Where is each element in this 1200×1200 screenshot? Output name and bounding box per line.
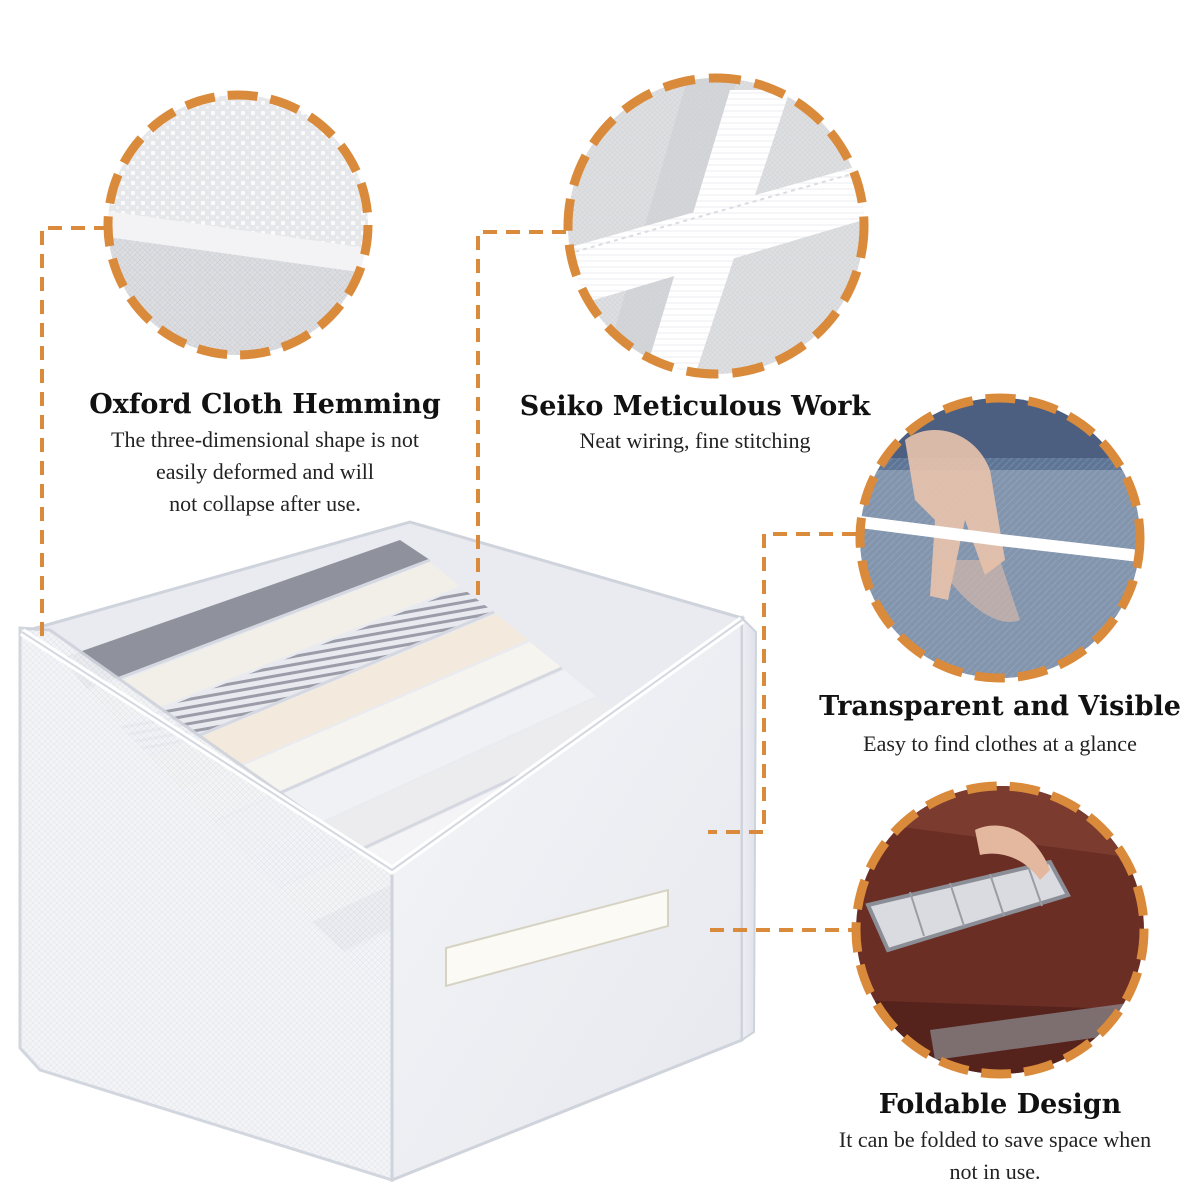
hand-illustration: [905, 430, 1005, 600]
description-line: not in use.: [949, 1159, 1041, 1184]
description-line: The three-dimensional shape is not: [111, 427, 419, 452]
feature-description-foldable: It can be folded to save space when not …: [790, 1124, 1200, 1188]
description-line: Neat wiring, fine stitching: [579, 428, 811, 453]
folded-organizer: [865, 859, 1071, 953]
stitching-closeup: [568, 78, 864, 374]
feature-description-seiko: Neat wiring, fine stitching: [490, 425, 900, 457]
description-line: Easy to find clothes at a glance: [863, 731, 1137, 756]
box-handle: [445, 888, 669, 988]
feature-title-transparent: Transparent and Visible: [819, 691, 1181, 722]
description-line: It can be folded to save space when: [838, 1127, 1152, 1152]
connector-transparent: [708, 532, 856, 834]
description-line: easily deformed and will: [155, 459, 375, 484]
connector-seiko: [476, 230, 566, 604]
hand-illustration: [975, 825, 1050, 880]
feature-description-oxford: The three-dimensional shape is not easil…: [50, 424, 480, 520]
feature-title-oxford: Oxford Cloth Hemming: [89, 389, 441, 420]
description-line: not collapse after use.: [169, 491, 361, 516]
oxford-cloth-closeup: [108, 95, 368, 355]
feature-description-transparent: Easy to find clothes at a glance: [800, 728, 1200, 760]
feature-title-seiko: Seiko Meticulous Work: [519, 391, 871, 422]
feature-title-foldable: Foldable Design: [878, 1089, 1122, 1120]
